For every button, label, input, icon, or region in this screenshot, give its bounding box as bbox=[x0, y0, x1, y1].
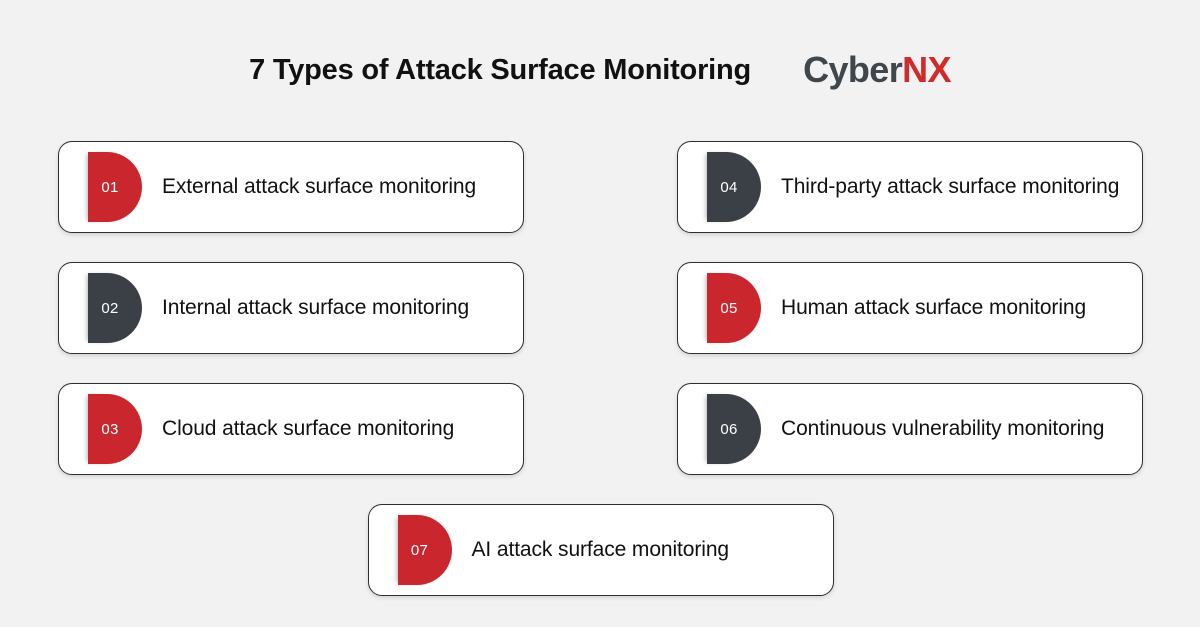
badge-number-label: 07 bbox=[410, 541, 429, 559]
badge-number-label: 01 bbox=[101, 178, 119, 196]
number-badge: 04 bbox=[707, 152, 761, 222]
card-row: 07 AI attack surface monitoring bbox=[58, 504, 1143, 596]
card-label: External attack surface monitoring bbox=[162, 174, 477, 198]
card-row: 03 Cloud attack surface monitoring 06 Co… bbox=[58, 383, 1143, 475]
card-item[interactable]: 05 Human attack surface monitoring bbox=[677, 262, 1143, 354]
card-row: 02 Internal attack surface monitoring 05… bbox=[58, 262, 1143, 354]
cybernx-logo: CyberNX bbox=[803, 52, 951, 88]
card-item[interactable]: 04 Third-party attack surface monitoring bbox=[677, 141, 1143, 233]
card-item[interactable]: 06 Continuous vulnerability monitoring bbox=[677, 383, 1143, 475]
card-item[interactable]: 01 External attack surface monitoring bbox=[58, 141, 524, 233]
number-badge: 01 bbox=[88, 152, 142, 222]
card-label: AI attack surface monitoring bbox=[471, 537, 730, 561]
number-badge: 03 bbox=[88, 394, 142, 464]
number-badge: 02 bbox=[88, 273, 142, 343]
logo-text-cyber: Cyber bbox=[803, 49, 903, 90]
card-label: Third-party attack surface monitoring bbox=[781, 174, 1120, 198]
card-row: 01 External attack surface monitoring 04… bbox=[58, 141, 1143, 233]
badge-number-label: 02 bbox=[101, 299, 119, 317]
card-label: Continuous vulnerability monitoring bbox=[781, 416, 1105, 440]
badge-number-label: 03 bbox=[101, 420, 119, 438]
number-badge: 06 bbox=[707, 394, 761, 464]
logo-text-nx: NX bbox=[902, 49, 951, 90]
number-badge: 05 bbox=[707, 273, 761, 343]
card-item[interactable]: 07 AI attack surface monitoring bbox=[367, 504, 834, 596]
card-item[interactable]: 02 Internal attack surface monitoring bbox=[58, 262, 524, 354]
badge-number-label: 06 bbox=[720, 420, 738, 438]
card-label: Internal attack surface monitoring bbox=[162, 295, 470, 319]
page-title: 7 Types of Attack Surface Monitoring bbox=[249, 53, 752, 86]
card-item[interactable]: 03 Cloud attack surface monitoring bbox=[58, 383, 524, 475]
badge-number-label: 05 bbox=[720, 299, 738, 317]
page-header: 7 Types of Attack Surface Monitoring Cyb… bbox=[0, 0, 1200, 140]
badge-number-label: 04 bbox=[720, 178, 738, 196]
number-badge: 07 bbox=[397, 515, 452, 585]
card-grid: 01 External attack surface monitoring 04… bbox=[58, 141, 1143, 625]
card-label: Human attack surface monitoring bbox=[781, 295, 1087, 319]
card-label: Cloud attack surface monitoring bbox=[162, 416, 455, 440]
